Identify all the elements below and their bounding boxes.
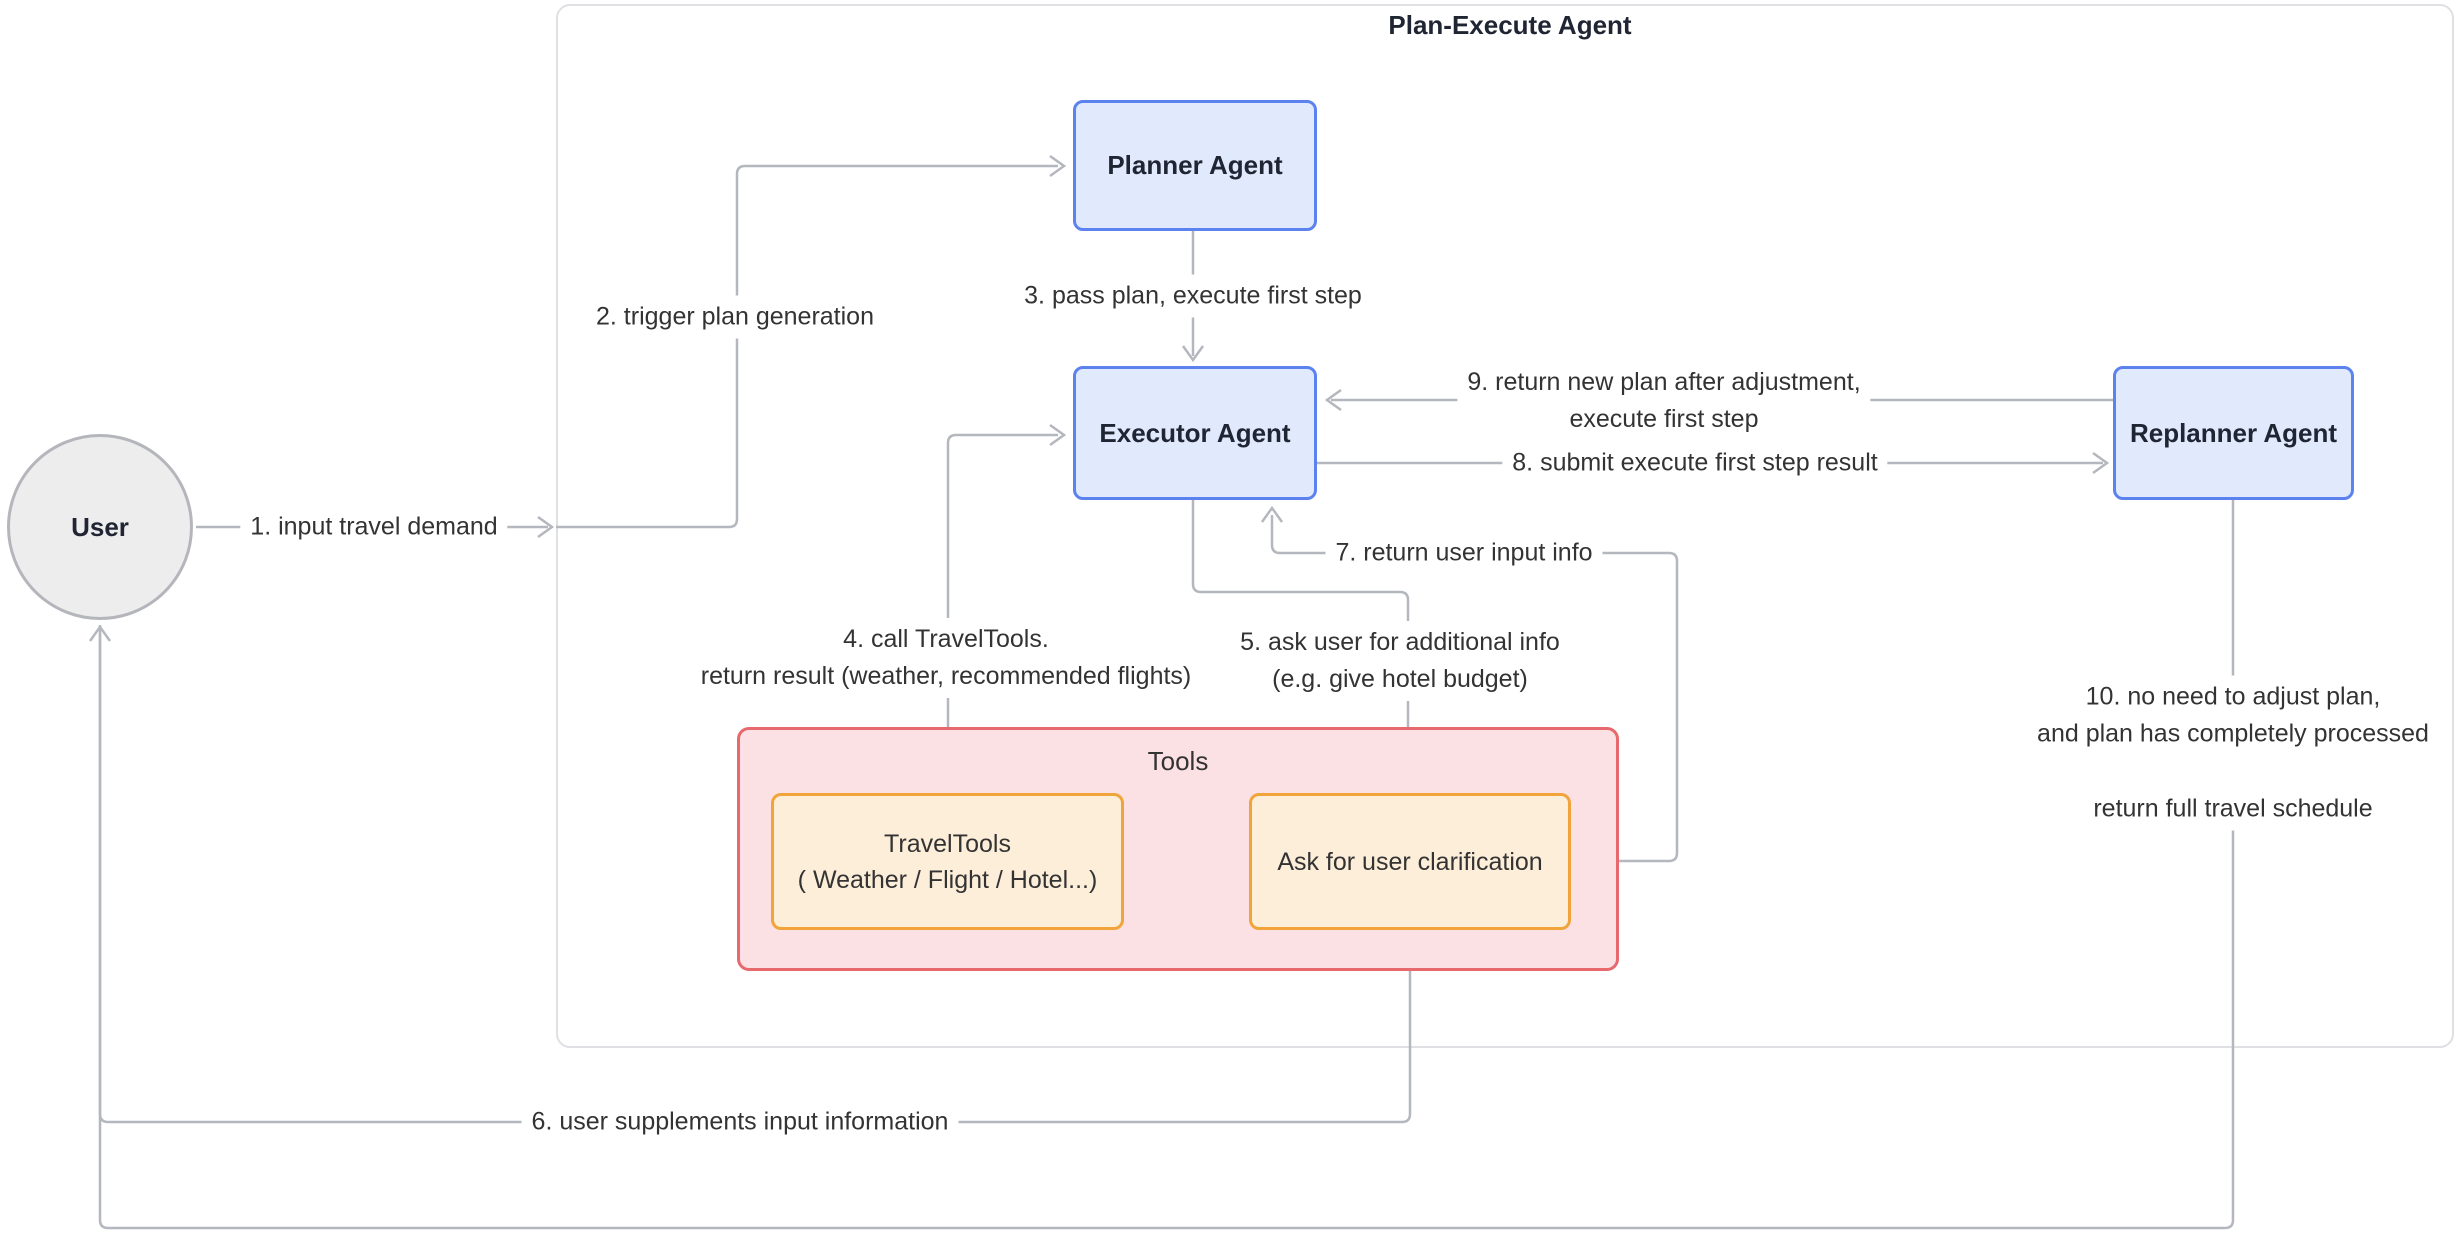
- edge-label-4-line1: 4. call TravelTools.: [843, 625, 1049, 653]
- user-node-label: User: [71, 511, 129, 542]
- edge-9-arrow: [1324, 388, 1342, 412]
- edge-4-path: [946, 433, 1058, 780]
- edge-label-10-line1: 10. no need to adjust plan,: [2085, 682, 2381, 711]
- edge-10-arrow: [88, 624, 112, 642]
- edge-label-4: 4. call TravelTools. return result (weat…: [690, 618, 1202, 698]
- edge-label-6: 6. user supplements input information: [521, 1100, 959, 1144]
- user-node: User: [7, 434, 193, 620]
- executor-agent-node: Executor Agent: [1073, 366, 1317, 500]
- edge-label-2: 2. trigger plan generation: [586, 295, 884, 339]
- edge-7-arrow: [1260, 505, 1284, 523]
- edge-1-arrow: [537, 515, 555, 539]
- edge-label-9-line2: execute first step: [1569, 405, 1759, 433]
- planner-agent-node: Planner Agent: [1073, 100, 1317, 231]
- diagram-title: Plan-Execute Agent: [1388, 10, 1632, 40]
- edge-label-10: 10. no need to adjust plan, and plan has…: [2027, 675, 2439, 831]
- edge-7-path: [1270, 515, 1679, 863]
- edge-label-4-line2: return result (weather, recommended flig…: [700, 662, 1192, 690]
- travel-tools-node: TravelTools ( Weather / Flight / Hotel..…: [771, 793, 1124, 930]
- edge-4-arrow-right: [1049, 423, 1067, 447]
- travel-tools-label-line2: ( Weather / Flight / Hotel...): [797, 865, 1098, 894]
- replanner-agent-label: Replanner Agent: [2129, 417, 2338, 448]
- edge-label-10-line3: return full travel schedule: [2093, 794, 2373, 823]
- edge-3-arrow: [1181, 345, 1205, 363]
- edge-label-3: 3. pass plan, execute first step: [1014, 274, 1372, 318]
- edge-label-5: 5. ask user for additional info (e.g. gi…: [1230, 621, 1570, 701]
- edge-label-8: 8. submit execute first step result: [1502, 441, 1888, 485]
- edge-label-9: 9. return new plan after adjustment, exe…: [1457, 361, 1871, 441]
- ask-user-clarification-label: Ask for user clarification: [1277, 847, 1543, 876]
- travel-tools-label-line1: TravelTools: [884, 829, 1011, 858]
- edge-2-arrow: [1049, 154, 1067, 178]
- edge-2-path: [556, 164, 1058, 529]
- edge-label-5-line1: 5. ask user for additional info: [1240, 628, 1560, 656]
- tools-group-label: Tools: [1147, 746, 1209, 776]
- planner-agent-label: Planner Agent: [1107, 150, 1283, 180]
- ask-user-clarification-node: Ask for user clarification: [1249, 793, 1571, 930]
- edge-5-path: [1191, 500, 1410, 780]
- edge-label-10-line2: and plan has completely processed: [2037, 719, 2429, 748]
- edge-label-5-line2: (e.g. give hotel budget): [1272, 665, 1528, 693]
- edge-10-path: [98, 500, 2235, 1230]
- replanner-agent-node: Replanner Agent: [2113, 366, 2354, 500]
- edge-label-9-line1: 9. return new plan after adjustment,: [1467, 368, 1861, 396]
- edge-label-7: 7. return user input info: [1325, 531, 1603, 575]
- edge-8-arrow: [2092, 451, 2110, 475]
- executor-agent-label: Executor Agent: [1099, 417, 1291, 448]
- edge-label-1: 1. input travel demand: [240, 505, 508, 549]
